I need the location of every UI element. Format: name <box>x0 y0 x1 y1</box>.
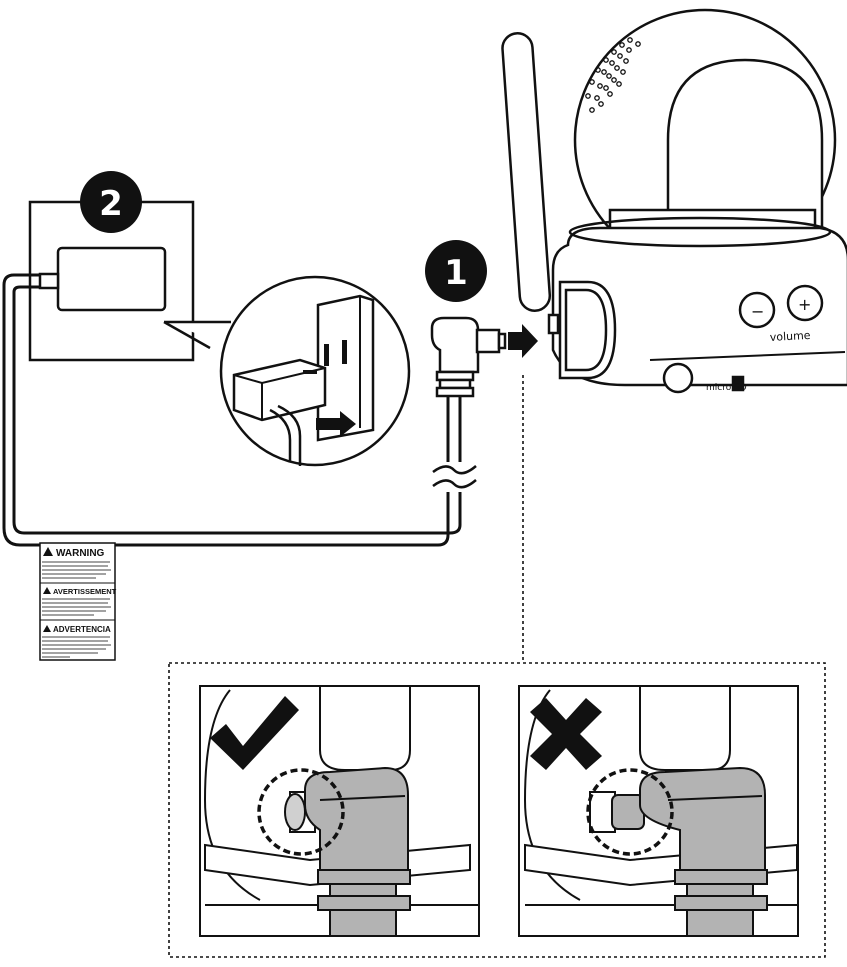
adapter-body <box>58 248 165 310</box>
detail-panel-correct <box>200 686 479 938</box>
detail-panel-incorrect <box>519 686 798 938</box>
warning-heading: WARNING <box>56 548 105 559</box>
dc-plug <box>432 318 505 535</box>
step-1-number: 1 <box>444 253 468 293</box>
camera-dc-socket <box>549 315 558 333</box>
volume-minus-symbol: − <box>751 302 764 321</box>
avertissement-heading: AVERTISSEMENT <box>53 587 117 596</box>
adapter-barrel-connector <box>40 274 58 288</box>
volume-label: volume <box>769 329 811 344</box>
cord-break-mark <box>433 466 476 487</box>
advertencia-heading: ADVERTENCIA <box>53 625 111 634</box>
step-2-number: 2 <box>99 184 123 224</box>
plug-fully-inserted <box>305 768 408 870</box>
dc-plug-body <box>432 318 478 372</box>
warning-label: WARNING AVERTISSEMENT ADVERTENCIA <box>40 543 117 660</box>
volume-plus-symbol: + <box>798 295 811 314</box>
outlet-magnifier <box>164 277 409 466</box>
dc-plug-tip <box>477 330 499 352</box>
camera-antenna <box>501 32 550 311</box>
reset-hole <box>664 364 692 392</box>
insert-arrow-icon <box>508 324 538 358</box>
microsd-label: micro SD <box>706 383 747 393</box>
magnifier-callout <box>164 322 233 340</box>
